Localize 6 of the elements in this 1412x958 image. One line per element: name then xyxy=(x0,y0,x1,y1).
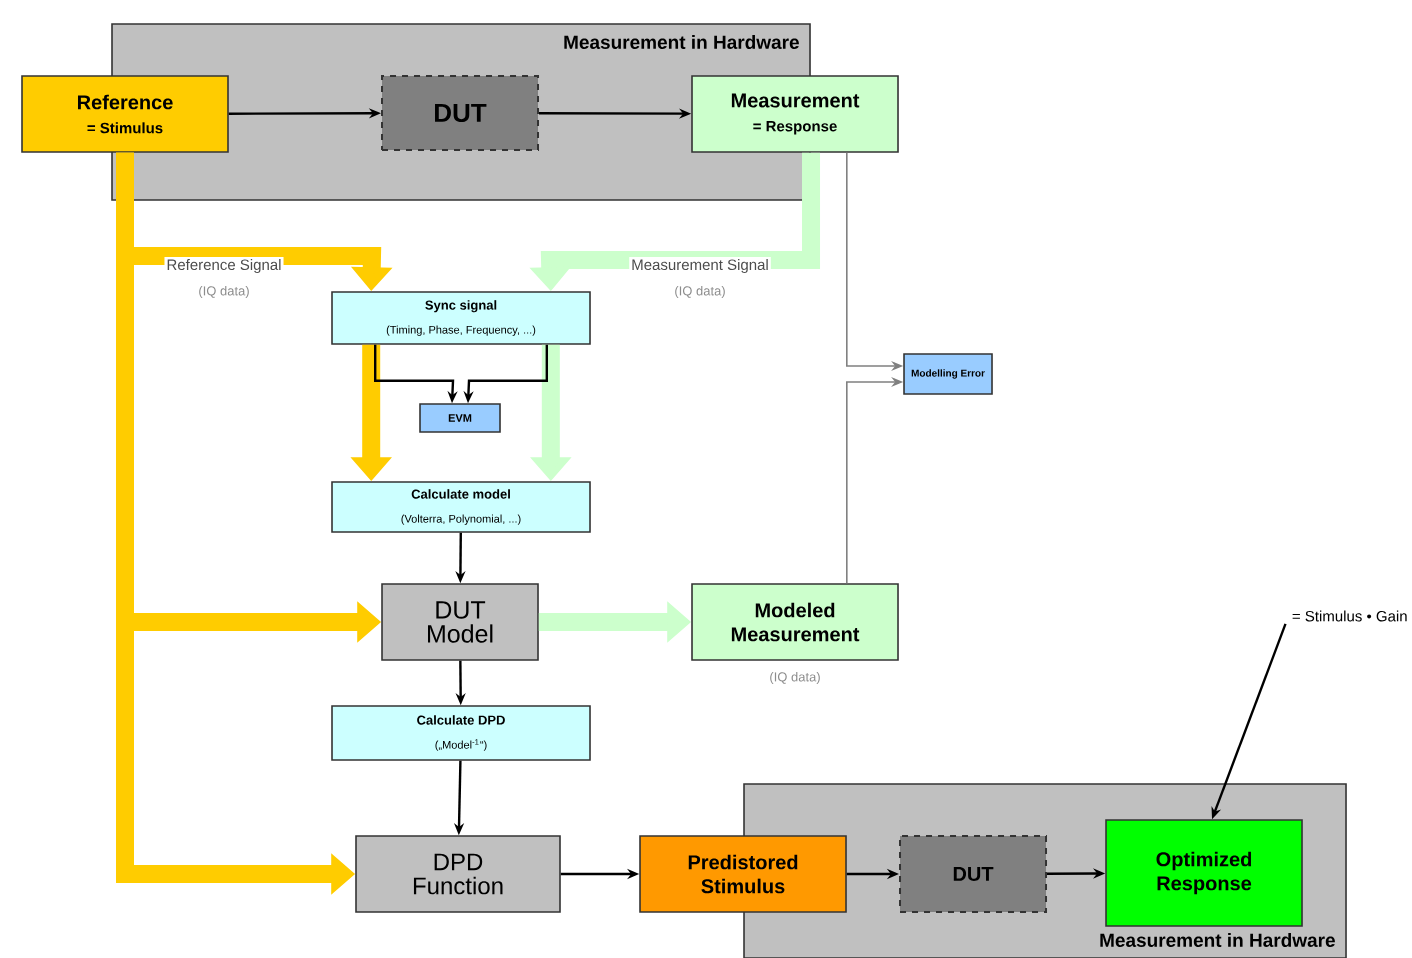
device-box: DUT xyxy=(899,835,1047,913)
process-box: DPD Function xyxy=(355,835,561,913)
process-box: Predistored Stimulus xyxy=(639,835,847,913)
process-box: Optimized Response xyxy=(1105,819,1303,927)
device-box: DUT xyxy=(381,75,539,151)
process-box: DUT Model xyxy=(381,583,539,661)
